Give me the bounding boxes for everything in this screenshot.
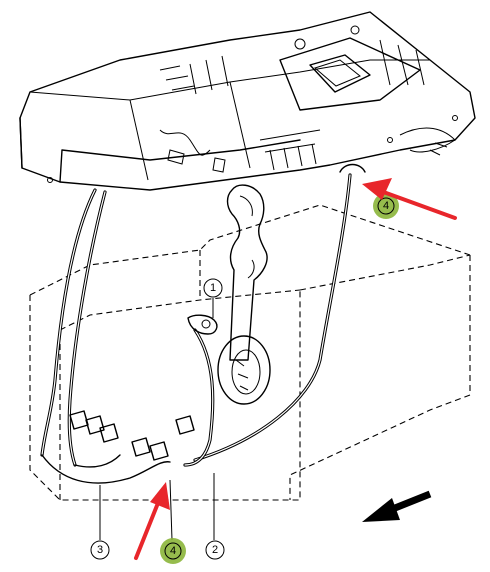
floor-outline [29, 204, 471, 501]
callout-4-top: 4 [373, 193, 399, 219]
svg-text:1: 1 [210, 282, 216, 294]
callout-3: 3 [90, 540, 110, 560]
gear-lever [217, 184, 271, 405]
svg-text:2: 2 [212, 544, 218, 556]
dashboard-console [19, 11, 476, 191]
wire-harness [40, 163, 366, 484]
leader-lines [99, 298, 215, 541]
pointer-arrow-icon [134, 482, 170, 560]
callout-4-bottom: 4 [160, 538, 186, 564]
direction-arrow-icon [362, 490, 432, 522]
pointer-arrow-icon [362, 178, 457, 220]
callout-1: 1 [203, 278, 223, 298]
callout-2: 2 [205, 540, 225, 560]
svg-text:4: 4 [170, 545, 176, 557]
svg-text:4: 4 [383, 200, 389, 212]
svg-text:3: 3 [97, 544, 103, 556]
